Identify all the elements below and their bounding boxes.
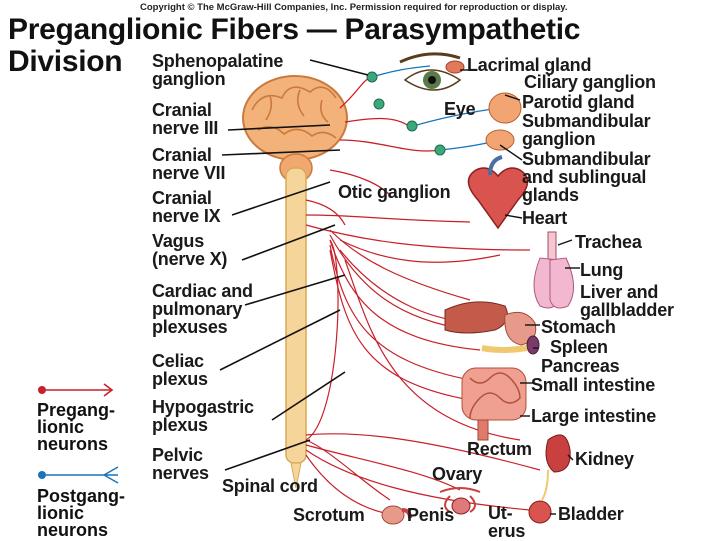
label-trachea: Trachea	[575, 232, 642, 252]
label-large-intestine: Large intestine	[531, 406, 657, 426]
label-pancreas: Pancreas	[541, 356, 620, 376]
label-line: Sphenopalatine	[152, 51, 284, 71]
label-ciliary-ganglion: Ciliary ganglion	[524, 72, 656, 92]
label-cranial-nerve-iii: Cranial nerve III	[152, 101, 218, 137]
label-heart: Heart	[522, 208, 568, 228]
title-line-2: Division	[8, 45, 123, 78]
label-line: Pelvic	[152, 445, 203, 465]
label-line: plexus	[152, 369, 208, 389]
label-line: gallbladder	[580, 300, 674, 320]
abdominal-organs	[444, 301, 540, 355]
label-parotid-gland: Parotid gland	[522, 92, 635, 112]
label-line: and sublingual	[522, 167, 647, 187]
vagus-fibers	[305, 214, 541, 516]
right-leader-lines	[460, 69, 580, 515]
legend-preganglionic: Pregang- lionic neurons	[37, 400, 116, 454]
legend-line: lionic	[37, 417, 85, 437]
spinal-cord-illustration	[285, 167, 307, 464]
label-liver-gallbladder: Liver and gallbladder	[580, 283, 674, 319]
label-lung: Lung	[580, 260, 624, 280]
label-ovary: Ovary	[432, 464, 483, 484]
legend-line: neurons	[37, 520, 109, 540]
cranial-nerve-fibers	[305, 76, 441, 226]
label-bladder: Bladder	[558, 504, 624, 524]
label-line: glands	[522, 185, 579, 205]
legend-line: Postgang-	[37, 486, 125, 506]
eye-illustration	[399, 52, 465, 91]
label-line: Cranial	[152, 100, 212, 120]
label-line: Submandibular	[522, 111, 651, 131]
label-spleen: Spleen	[550, 337, 608, 357]
label-eye: Eye	[444, 99, 476, 119]
label-line: Cranial	[152, 145, 212, 165]
label-penis: Penis	[407, 505, 455, 525]
label-rectum: Rectum	[467, 439, 532, 459]
label-line: Submandibular	[522, 149, 651, 169]
lung-illustration	[533, 231, 574, 309]
label-pelvic-nerves: Pelvic nerves	[152, 446, 209, 482]
label-submandibular-ganglion: Submandibular ganglion	[522, 111, 651, 149]
legend-graphics	[38, 383, 119, 484]
label-submandibular-sublingual-glands: Submandibular and sublingual glands	[522, 149, 651, 205]
label-cranial-nerve-vii: Cranial nerve VII	[152, 146, 225, 182]
label-sphenopalatine-ganglion: Sphenopalatine ganglion	[152, 52, 283, 88]
label-kidney: Kidney	[575, 449, 634, 469]
label-line: erus	[488, 521, 526, 541]
label-line: plexuses	[152, 317, 228, 337]
label-line: pulmonary	[152, 299, 243, 319]
label-line: plexus	[152, 415, 208, 435]
label-line: Celiac	[152, 351, 204, 371]
label-line: nerve III	[152, 118, 219, 138]
label-line: ganglion	[152, 69, 226, 89]
label-otic-ganglion: Otic ganglion	[338, 182, 451, 202]
label-small-intestine: Small intestine	[531, 375, 656, 395]
label-line: Cardiac and	[152, 281, 253, 301]
label-line: Hypogastric	[152, 397, 254, 417]
copyright-notice: Copyright © The McGraw-Hill Companies, I…	[140, 2, 568, 13]
label-celiac-plexus: Celiac plexus	[152, 352, 208, 388]
title-line-1: Preganglionic Fibers — Parasympathetic	[8, 13, 581, 46]
label-line: Cranial	[152, 188, 212, 208]
ganglia	[366, 71, 446, 156]
label-cardiac-pulmonary-plexuses: Cardiac and pulmonary plexuses	[152, 282, 253, 336]
legend-line: neurons	[37, 434, 109, 454]
label-line: ganglion	[522, 129, 596, 149]
label-line: Ut-	[488, 503, 513, 523]
label-uterus: Ut- erus	[488, 504, 525, 540]
legend-line: lionic	[37, 503, 85, 523]
label-line: nerve IX	[152, 206, 221, 226]
label-line: nerve VII	[152, 163, 226, 183]
intestines	[461, 367, 527, 441]
label-scrotum: Scrotum	[293, 505, 365, 525]
left-leader-lines	[219, 59, 369, 471]
label-line: Vagus	[152, 231, 205, 251]
legend-line: Pregang-	[37, 400, 116, 420]
label-line: Liver and	[580, 282, 659, 302]
label-spinal-cord: Spinal cord	[222, 476, 318, 496]
label-lacrimal-gland: Lacrimal gland	[467, 55, 592, 75]
heart-illustration	[467, 155, 529, 230]
legend-postganglionic: Postgang- lionic neurons	[37, 486, 125, 540]
label-hypogastric-plexus: Hypogastric plexus	[152, 398, 254, 434]
label-cranial-nerve-ix: Cranial nerve IX	[152, 188, 221, 226]
salivary-glands	[485, 92, 522, 151]
reproductive-organs	[381, 487, 481, 525]
label-line: nerves	[152, 463, 209, 483]
kidney-bladder	[528, 434, 571, 524]
label-stomach: Stomach	[541, 317, 616, 337]
page-title: Preganglionic Fibers — Parasympathetic D…	[8, 14, 580, 78]
label-line: (nerve X)	[152, 249, 228, 269]
label-vagus-nerve: Vagus (nerve X)	[152, 232, 227, 268]
